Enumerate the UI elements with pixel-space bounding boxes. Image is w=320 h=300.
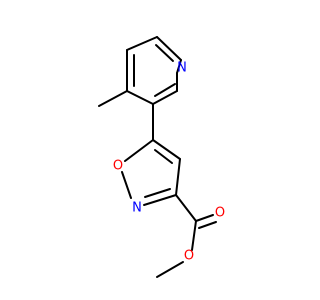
molecule-canvas: N O N O O	[98, 36, 225, 278]
bond-c3-carbonyl	[175, 194, 197, 222]
bond-c3-c4-double	[154, 83, 176, 97]
bond-c6-c5	[156, 36, 182, 61]
bond-c2-c3	[126, 90, 154, 105]
atom-labels: N O N O O	[113, 61, 225, 264]
bond-c6-c5-double	[155, 44, 174, 62]
bond-carbonyl-o	[195, 214, 214, 222]
bond-o1-n2	[121, 171, 132, 199]
isoxazole-nitrogen-label: N	[132, 201, 142, 216]
ester-oxygen-label: O	[184, 249, 194, 264]
bonds	[98, 36, 217, 278]
pyridine-nitrogen-label: N	[177, 61, 187, 76]
bond-n1-c6	[176, 59, 182, 74]
bond-c4i-c5	[152, 139, 181, 160]
carbonyl-oxygen-label: O	[215, 206, 225, 221]
structure-diagram: N O N O O	[98, 36, 225, 278]
bond-c5-c4p	[126, 36, 158, 51]
isoxazole-oxygen-label: O	[113, 159, 123, 174]
bond-n2-c3	[143, 194, 177, 206]
bond-carbonyl-oester	[191, 220, 197, 251]
bond-n2-c3-double	[144, 188, 171, 198]
bond-oester-methyl	[156, 261, 184, 278]
bond-methyl	[98, 90, 128, 107]
bond-carbonyl-o-double	[198, 221, 217, 229]
bond-c3-c4	[152, 90, 178, 105]
bond-c4i-c5-double	[154, 149, 173, 164]
bond-c3-c4i	[175, 158, 181, 196]
bond-c5-o1	[124, 139, 154, 162]
